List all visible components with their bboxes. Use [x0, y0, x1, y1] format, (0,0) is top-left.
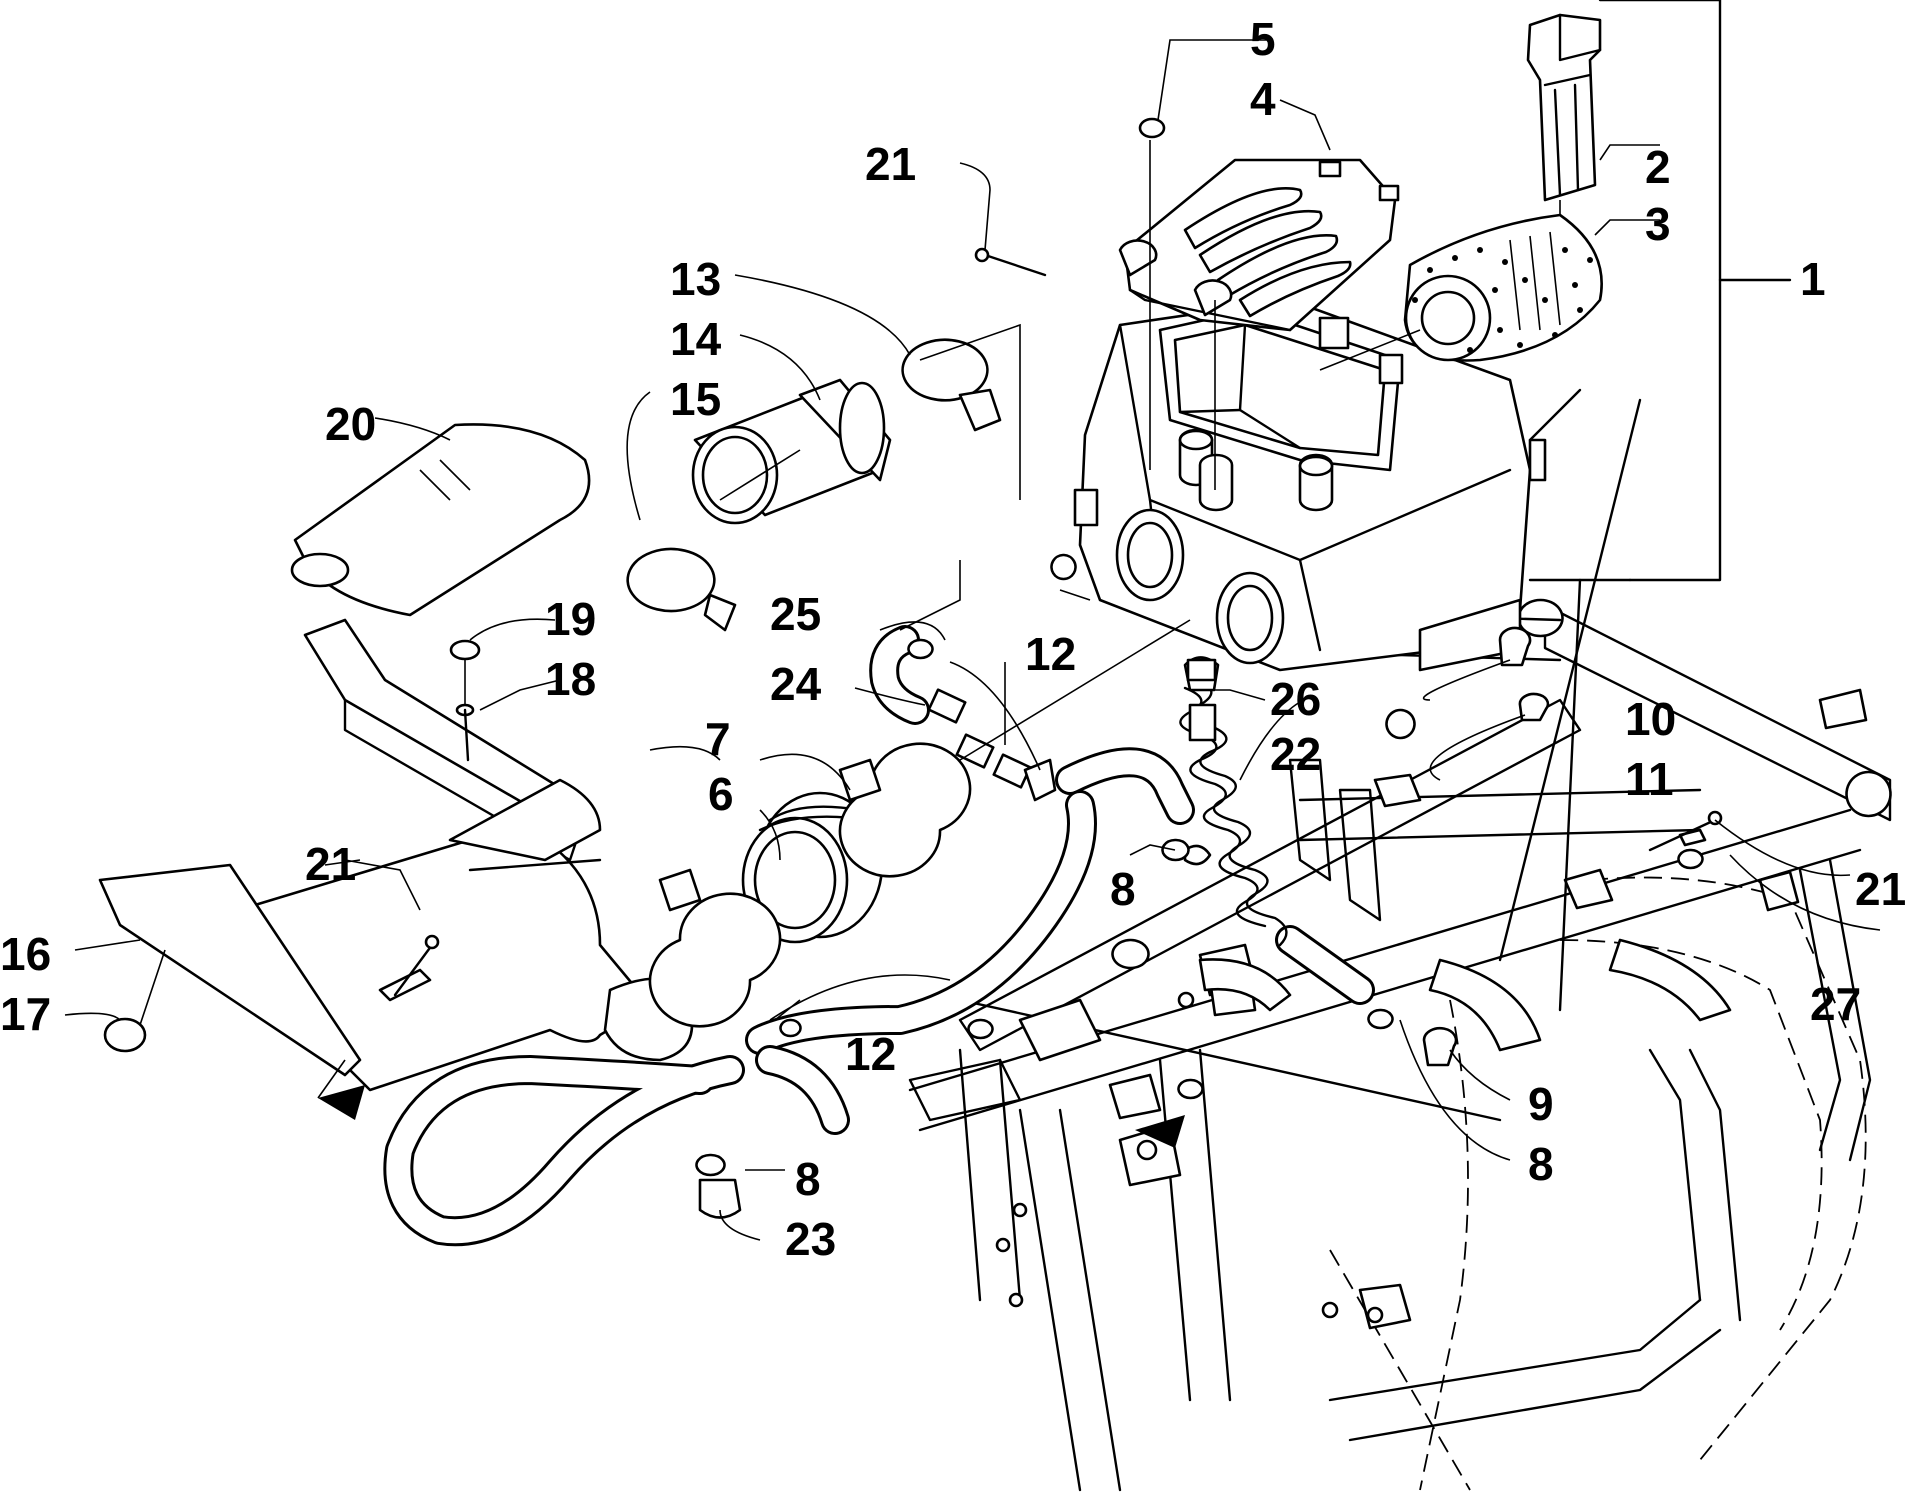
callout-22: 22	[1270, 728, 1321, 780]
callout-26: 26	[1270, 673, 1321, 725]
callout-14: 14	[670, 313, 722, 365]
callout-2: 2	[1645, 141, 1671, 193]
callout-25: 25	[770, 588, 821, 640]
callout-4: 4	[1250, 73, 1276, 125]
direction-arrows	[317, 1059, 1185, 1148]
small-fittings	[695, 626, 1707, 1219]
callout-12-upper: 12	[1025, 628, 1076, 680]
callout-19: 19	[545, 593, 596, 645]
callout-8-center: 8	[1110, 863, 1136, 915]
screws	[393, 247, 1723, 997]
callout-23: 23	[785, 1213, 836, 1265]
callout-1-bracket	[1498, 0, 1792, 1012]
air-box-lid	[1118, 117, 1400, 490]
callout-21-left: 21	[305, 838, 356, 890]
air-box-assembly	[1050, 298, 1547, 672]
vehicle-frame	[908, 598, 1892, 1492]
callout-21-top: 21	[865, 138, 916, 190]
callout-13: 13	[670, 253, 721, 305]
callout-15: 15	[670, 373, 721, 425]
callout-18: 18	[545, 653, 596, 705]
air-filter	[1319, 13, 1603, 371]
callout-17: 17	[0, 988, 51, 1040]
callout-9: 9	[1528, 1078, 1554, 1130]
inlet-duct	[98, 778, 694, 1092]
callout-3: 3	[1645, 198, 1671, 250]
callout-16: 16	[0, 928, 51, 980]
callout-10: 10	[1625, 693, 1676, 745]
callout-8-bottom: 8	[795, 1153, 821, 1205]
callout-1: 1	[1800, 253, 1826, 305]
callout-11: 11	[1625, 753, 1674, 805]
callout-20: 20	[325, 398, 376, 450]
leader-lines	[64, 39, 1881, 1241]
callout-5: 5	[1250, 13, 1276, 65]
duct-boot	[648, 742, 972, 1028]
drain-hoses	[383, 560, 1375, 1247]
callout-27: 27	[1810, 978, 1861, 1030]
callout-8-right: 8	[1528, 1138, 1554, 1190]
callout-21-right: 21	[1855, 863, 1906, 915]
filter-dots	[1412, 247, 1593, 353]
callout-24: 24	[770, 658, 822, 710]
intake-cover	[290, 423, 591, 617]
intake-boot	[626, 323, 1021, 632]
callout-7: 7	[705, 713, 731, 765]
callout-labels: 1 2 3 4 5 6 7 8 8 8 9 10 11 12 12 13 14 …	[0, 13, 1906, 1265]
callout-6: 6	[708, 768, 734, 820]
callout-12-lower: 12	[845, 1028, 896, 1080]
